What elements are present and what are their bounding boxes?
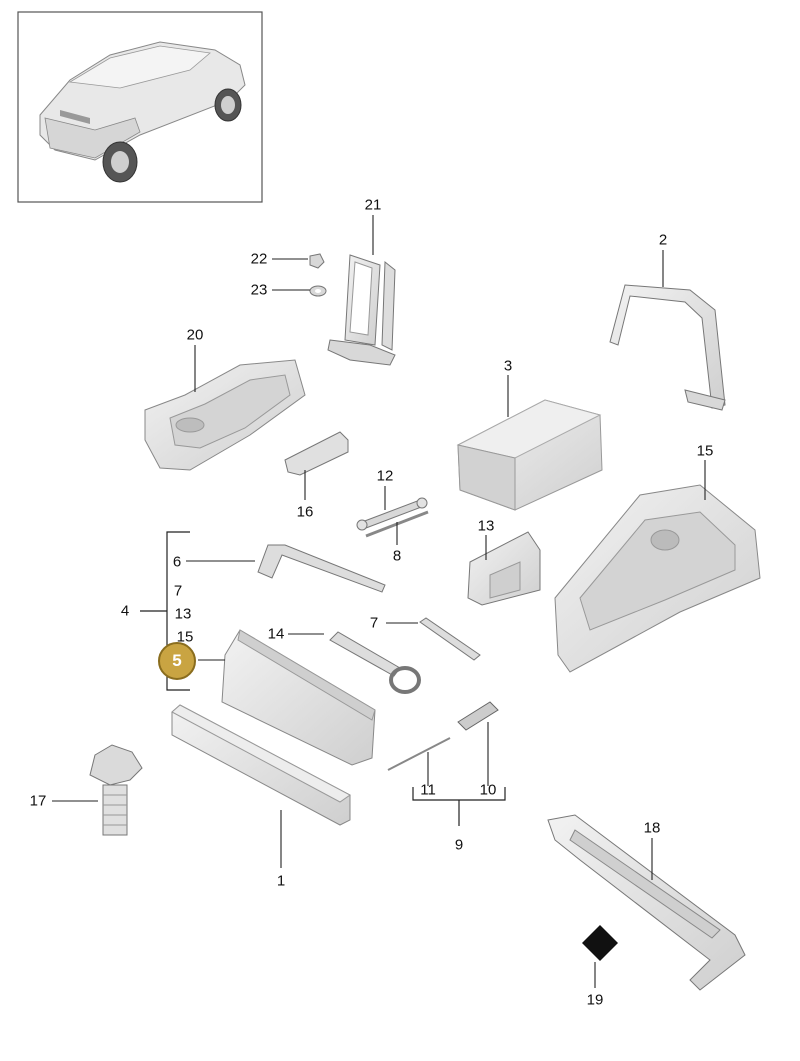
- callout-10: 10: [479, 781, 497, 799]
- part-15-insert: [554, 484, 761, 673]
- part-17-bolt: [89, 744, 143, 836]
- callout-7: 7: [369, 614, 379, 632]
- callout-6: 6: [172, 553, 182, 571]
- callout-23: 23: [250, 281, 268, 299]
- part-5-tool-bag: [221, 629, 376, 766]
- vehicle-thumbnail: [17, 11, 263, 203]
- callout-16: 16: [296, 503, 314, 521]
- callout-20: 20: [186, 326, 204, 344]
- black-square-label-icon: [582, 925, 618, 961]
- callout-15-group: 15: [176, 628, 194, 646]
- callout-19: 19: [586, 991, 604, 1009]
- porsche-suv-rear-view-icon: [39, 41, 246, 183]
- group-bracket-4: [140, 531, 190, 691]
- part-13-plate: [467, 531, 541, 606]
- part-3-box: [456, 399, 603, 511]
- part-2-strap: [609, 284, 726, 411]
- callout-3: 3: [503, 357, 513, 375]
- callout-5-highlighted[interactable]: 5: [158, 642, 196, 680]
- part-14-tow-eye: [329, 631, 421, 694]
- callout-11: 11: [420, 781, 436, 799]
- callout-18: 18: [643, 819, 661, 837]
- part-12-wrench: [356, 497, 428, 531]
- callout-15-top: 15: [696, 442, 714, 460]
- part-11-bit: [387, 737, 451, 771]
- part-21-bracket: [327, 254, 396, 366]
- part-10-handle: [457, 701, 499, 731]
- callout-4: 4: [120, 602, 130, 620]
- group-bracket-9: [412, 787, 506, 826]
- part-22-nut: [309, 253, 325, 269]
- part-20-tray: [144, 359, 306, 471]
- part-1-block: [171, 704, 351, 826]
- callout-14: 14: [267, 625, 285, 643]
- callout-13-plate: 13: [477, 517, 495, 535]
- callout-1: 1: [276, 872, 286, 890]
- leader-lines: [52, 215, 706, 988]
- callout-9: 9: [454, 836, 464, 854]
- part-7-rod: [419, 617, 481, 661]
- callout-8: 8: [392, 547, 402, 565]
- callout-2: 2: [658, 231, 668, 249]
- callout-21: 21: [364, 196, 382, 214]
- callout-12: 12: [376, 467, 394, 485]
- callout-22: 22: [250, 250, 268, 268]
- part-6-tire-iron: [257, 544, 386, 593]
- callout-7-group: 7: [173, 582, 183, 600]
- part-18-jack: [547, 814, 746, 991]
- part-16-clip: [284, 431, 349, 476]
- part-23-washer: [309, 285, 327, 297]
- callout-13-group: 13: [174, 605, 192, 623]
- callout-17: 17: [29, 792, 47, 810]
